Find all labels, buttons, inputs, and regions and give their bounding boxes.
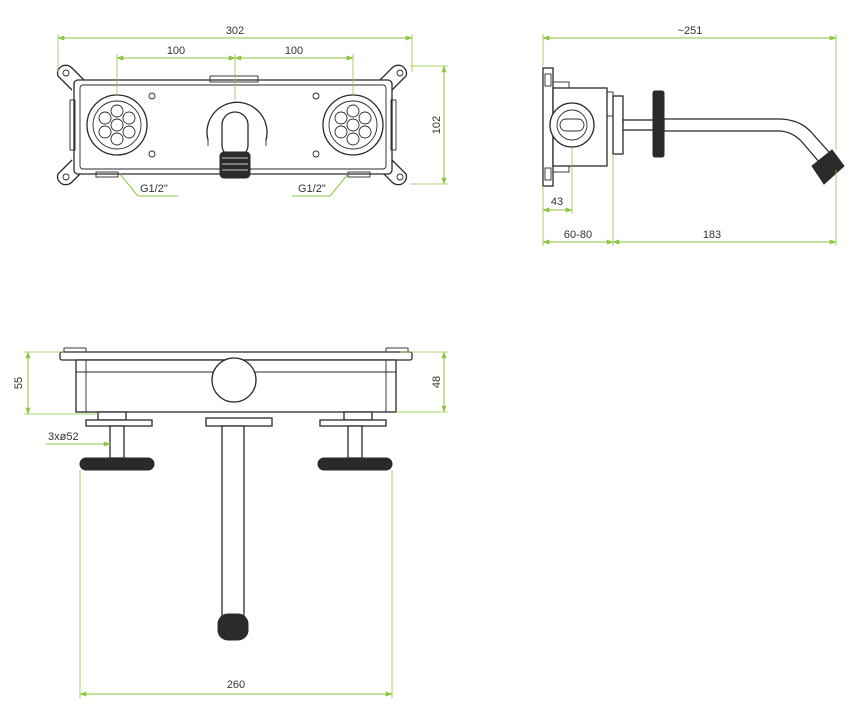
thread-callout-left: G1/2" (119, 173, 178, 197)
side-port-right (390, 99, 397, 151)
dim-label-102: 102 (431, 116, 443, 134)
right-valve-cartridge (322, 94, 384, 156)
side-spout (663, 118, 837, 171)
dim-label-48: 48 (431, 376, 443, 388)
dim-spacing: 100 100 (116, 45, 354, 100)
dim-label-251: ~251 (678, 25, 703, 37)
screw-icon (312, 150, 320, 158)
side-spout-tip (811, 149, 845, 185)
dim-label-302: 302 (226, 25, 244, 37)
dim-handle-span: 260 (79, 470, 393, 698)
dim-label-55: 55 (13, 377, 25, 389)
side-handle-disc (652, 90, 665, 158)
dim-label-left-spacing: 100 (167, 45, 185, 57)
bottom-spout (205, 417, 273, 641)
dim-total-height: 55 (13, 351, 100, 415)
side-port-left (69, 99, 76, 151)
dim-label-260: 260 (227, 679, 245, 691)
top-plug (209, 75, 259, 83)
dim-overall-depth: ~251 (542, 25, 837, 150)
bottom-spout-port (211, 357, 257, 403)
front-view: 302 100 100 102 G1/2" G1/2" (56, 25, 448, 197)
spout-outlet (206, 101, 268, 179)
handle-left (79, 411, 155, 471)
dim-label-60-80: 60-80 (564, 229, 592, 241)
left-valve-cartridge (86, 94, 148, 156)
thread-label-left: G1/2" (140, 183, 168, 195)
thread-label-right: G1/2" (298, 183, 326, 195)
dim-label-43: 43 (551, 196, 563, 208)
dim-body-height: 48 (396, 351, 448, 413)
dim-wall-depth: 60-80 183 (542, 154, 837, 246)
bottom-view: 55 48 3xø52 260 (13, 347, 448, 698)
dim-handle-diameter: 3xø52 (46, 431, 111, 447)
dim-overall-width: 302 (57, 25, 413, 72)
thread-callout-right: G1/2" (292, 173, 349, 197)
dim-height: 102 (410, 65, 448, 185)
screw-icon (148, 92, 156, 100)
handle-right (317, 411, 393, 471)
dim-housing-offset: 43 (542, 148, 573, 246)
bottom-port-left (95, 171, 119, 178)
screw-icon (312, 92, 320, 100)
dim-label-183: 183 (703, 229, 721, 241)
side-cover-plate (612, 95, 624, 155)
side-view: ~251 43 60-80 183 (542, 25, 845, 246)
dim-label-3x52: 3xø52 (48, 431, 79, 443)
dim-label-right-spacing: 100 (285, 45, 303, 57)
screw-icon (148, 150, 156, 158)
